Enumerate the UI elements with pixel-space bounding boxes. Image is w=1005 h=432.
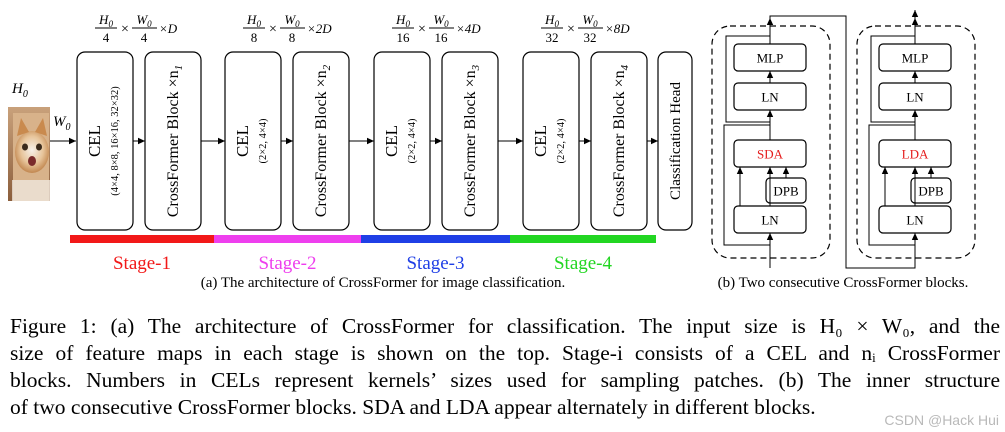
cel-label-2: CEL: [233, 125, 252, 157]
stage-bar-4: [510, 235, 656, 243]
cel-kernels-1: (4×4, 8×8, 16×16, 32×32): [110, 86, 121, 196]
figure-caption: Figure 1: (a) The architecture of CrossF…: [10, 313, 1000, 421]
svg-text:16: 16: [397, 30, 411, 45]
svg-text:×2D: ×2D: [307, 21, 332, 36]
cel-kernels-3: (2×2, 4×4): [407, 118, 418, 164]
caption-a: (a) The architecture of CrossFormer for …: [201, 275, 566, 291]
mlp-label-2: MLP: [902, 51, 929, 66]
crossformer-block-label-3: CrossFormer Block ×n3: [462, 64, 482, 217]
svg-text:×: ×: [121, 22, 129, 37]
svg-text:32: 32: [546, 30, 559, 45]
svg-text:×: ×: [567, 22, 575, 37]
stage-label-1: Stage-1: [113, 253, 171, 274]
svg-text:×4D: ×4D: [456, 21, 481, 36]
ln-bottom-label-2: LN: [906, 213, 924, 228]
caption-line-1: Figure 1: (a) The architecture of CrossF…: [10, 314, 1000, 338]
stage-2: CEL(2×2, 4×4)CrossFormer Block ×n2H08×W0…: [224, 12, 374, 231]
attention-label-2: LDA: [902, 147, 929, 162]
attention-label-1: SDA: [757, 147, 784, 162]
cel-label-3: CEL: [382, 125, 401, 157]
svg-text:16: 16: [435, 30, 449, 45]
block-connector: [769, 15, 916, 269]
dpb-label-2: DPB: [918, 184, 944, 199]
svg-text:4: 4: [103, 30, 110, 45]
stage-label-3: Stage-3: [406, 253, 464, 274]
caption-line-3: blocks. Numbers in CELs represent kernel…: [10, 368, 1000, 392]
cel-label-4: CEL: [531, 125, 550, 157]
svg-text:H0: H0: [246, 12, 261, 29]
caption-line-4: of two consecutive CrossFormer blocks. S…: [10, 395, 816, 419]
feature-size-2: H08×W08×2D: [243, 12, 332, 45]
input-image: [8, 107, 50, 201]
stage-3: CEL(2×2, 4×4)CrossFormer Block ×n3H016×W…: [373, 12, 523, 231]
svg-text:×: ×: [418, 22, 426, 37]
ln-top-label-1: LN: [761, 90, 779, 105]
input-height-label: H0: [11, 81, 28, 100]
input-width-label: W0: [53, 114, 71, 133]
classification-head-box: [657, 51, 693, 231]
caption-line-2: size of feature maps in each stage is sh…: [10, 341, 1000, 365]
svg-text:8: 8: [251, 30, 258, 45]
cel-kernels-2: (2×2, 4×4): [258, 118, 269, 164]
svg-text:H0: H0: [395, 12, 410, 29]
feature-size-1: H04×W04×D: [95, 12, 178, 45]
mlp-label-1: MLP: [757, 51, 784, 66]
stage-1: CEL (4×4, 8×8, 16×16, 32×32) CrossFormer B…: [76, 12, 225, 231]
cel-kernels-4: (2×2, 4×4): [556, 118, 567, 164]
ln-top-label-2: LN: [906, 90, 924, 105]
stage-label-2: Stage-2: [258, 253, 316, 274]
svg-text:W0: W0: [284, 12, 300, 29]
block-outline-1: [711, 25, 831, 259]
stage-4: CEL(2×2, 4×4)CrossFormer Block ×n4H032×W…: [522, 12, 658, 231]
crossformer-block-label-4: CrossFormer Block ×n4: [611, 64, 631, 217]
svg-text:H0: H0: [98, 12, 113, 29]
cel-label-1: CEL: [85, 125, 104, 157]
crossformer-block-label-2: CrossFormer Block ×n2: [313, 64, 333, 217]
svg-text:32: 32: [584, 30, 597, 45]
svg-text:W0: W0: [433, 12, 449, 29]
svg-text:4: 4: [141, 30, 148, 45]
stage-bar-2: [214, 235, 361, 243]
stage-bar-3: [361, 235, 510, 243]
watermark: CSDN @Hack Hui: [884, 412, 999, 428]
svg-text:×D: ×D: [159, 21, 178, 36]
svg-text:W0: W0: [136, 12, 152, 29]
caption-b: (b) Two consecutive CrossFormer blocks.: [718, 275, 969, 291]
svg-text:W0: W0: [582, 12, 598, 29]
crossformer-detail-block-2: MLP LN LDA DPB LN: [856, 18, 976, 259]
ln-bottom-label-1: LN: [761, 213, 779, 228]
stage-label-4: Stage-4: [554, 253, 613, 274]
block-outline-2: [856, 25, 976, 259]
crossformer-diagram: H0 W0 CEL (4×4, 8×8, 16×16, 32×32) CrossFo…: [8, 10, 976, 291]
dpb-label-1: DPB: [773, 184, 799, 199]
svg-text:×8D: ×8D: [605, 21, 630, 36]
classification-head-label: Classification Head: [668, 82, 684, 200]
stage-bar-1: [70, 235, 214, 243]
crossformer-block-label-1: CrossFormer Block ×n1: [165, 65, 185, 217]
svg-text:×: ×: [269, 22, 277, 37]
svg-text:H0: H0: [544, 12, 559, 29]
svg-text:8: 8: [289, 30, 296, 45]
crossformer-detail-block-1: MLP LN SDA DPB LN: [711, 18, 831, 259]
